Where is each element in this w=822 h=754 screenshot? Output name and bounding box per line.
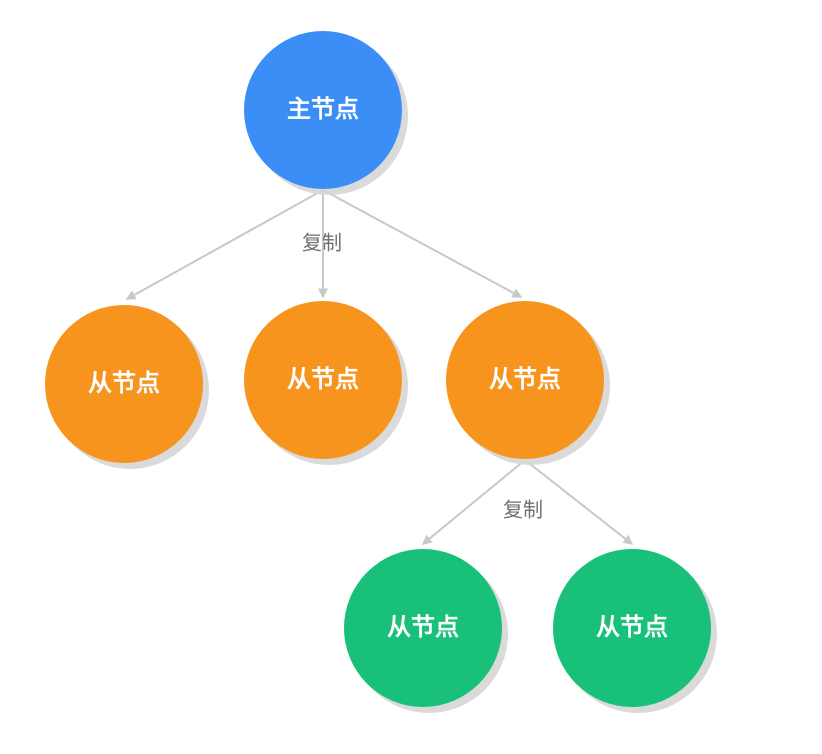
edge-master-to-slave3 <box>322 189 523 298</box>
edge-slave3-to-slave5 <box>524 459 634 545</box>
slave-node-4: 从节点 <box>344 549 508 713</box>
slave-node-2-circle <box>244 301 402 459</box>
slave-node-3-label: 从节点 <box>489 365 561 393</box>
slave-node-5-circle <box>553 549 711 707</box>
slave-node-2-label: 从节点 <box>287 365 359 393</box>
slave-node-3: 从节点 <box>446 301 610 465</box>
copy-label-top: 复制 <box>302 231 342 255</box>
slave-node-1: 从节点 <box>45 305 209 469</box>
slave-node-4-label: 从节点 <box>387 613 459 641</box>
master-node: 主节点 <box>244 31 408 195</box>
slave-node-5-label: 从节点 <box>596 613 668 641</box>
copy-label-bottom: 复制 <box>503 498 543 522</box>
master-node-circle <box>244 31 402 189</box>
slave-node-3-circle <box>446 301 604 459</box>
edge-master-to-slave1 <box>125 189 324 300</box>
slave-node-1-label: 从节点 <box>88 369 160 397</box>
edge-slave3-to-slave4 <box>421 459 526 545</box>
master-node-label: 主节点 <box>287 95 359 123</box>
slave-node-2: 从节点 <box>244 301 408 465</box>
edges <box>125 189 634 545</box>
slave-node-5: 从节点 <box>553 549 717 713</box>
slave-node-4-circle <box>344 549 502 707</box>
slave-node-1-circle <box>45 305 203 463</box>
